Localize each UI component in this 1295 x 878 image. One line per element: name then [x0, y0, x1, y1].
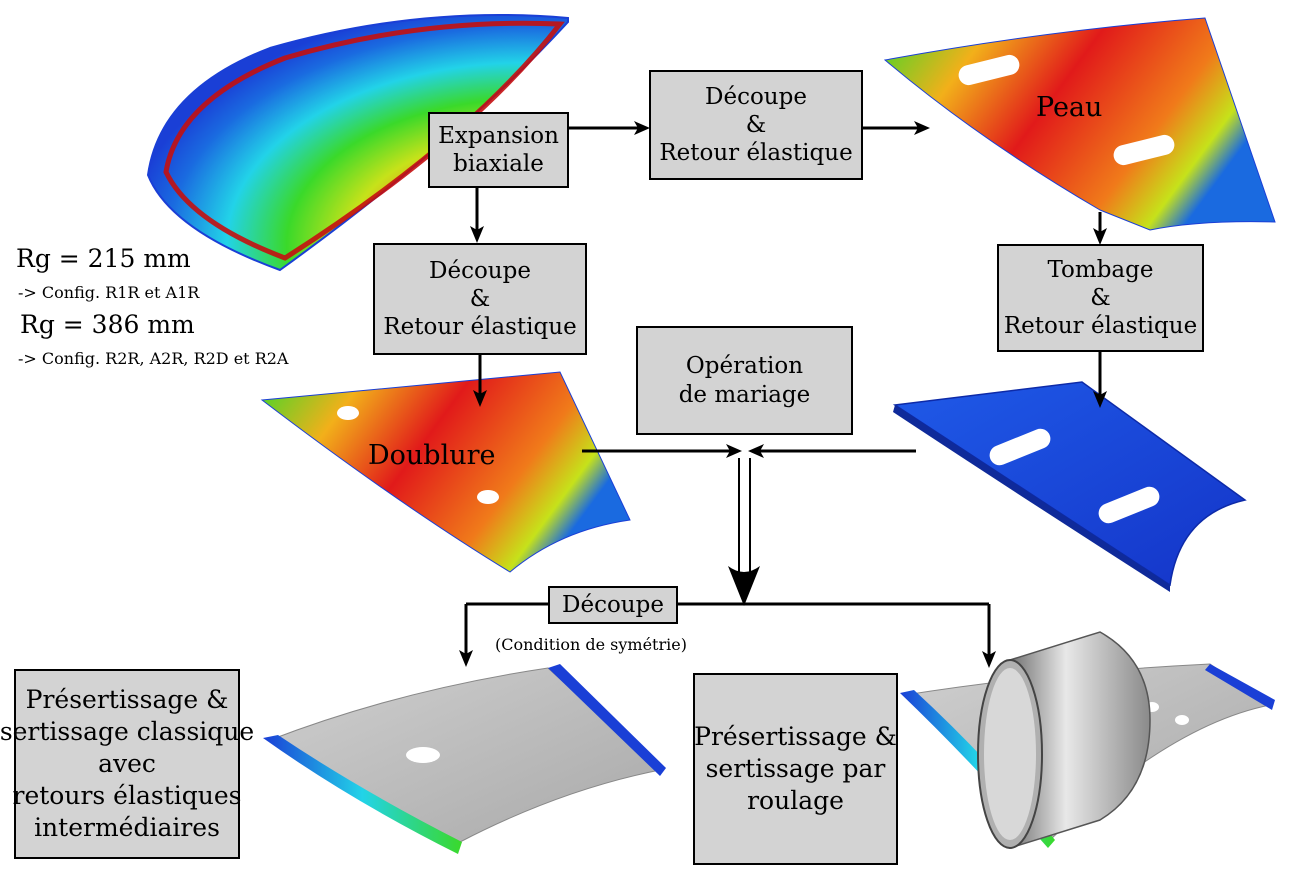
rg-215-label: Rg = 215 mm: [16, 244, 191, 273]
decoupe-top-box: Découpe & Retour élastique: [649, 70, 863, 180]
symmetry-condition-label: (Condition de symétrie): [495, 635, 687, 654]
peau-part: [883, 17, 1276, 231]
arrow-head-icon: [459, 121, 1107, 668]
rg-386-label: Rg = 386 mm: [20, 310, 195, 339]
sertissage-hole: [406, 747, 440, 763]
expansion-biaxiale-box: Expansion biaxiale: [428, 112, 569, 188]
sertissage-classique-box: Présertissage & sertissage classique ave…: [0, 669, 254, 859]
tombage-hole-2: [1098, 486, 1160, 524]
tombage-box: Tombage & Retour élastique: [997, 244, 1204, 352]
tombage-hole-1: [989, 428, 1051, 466]
decoupe-bottom-box: Découpe: [548, 586, 678, 624]
peau-label: Peau: [1036, 92, 1103, 123]
expansion-disc-part: [146, 13, 569, 272]
doublure-label: Doublure: [368, 440, 496, 471]
config-r1r-label: -> Config. R1R et A1R: [18, 283, 200, 302]
config-r2r-label: -> Config. R2R, A2R, R2D et R2A: [18, 349, 289, 368]
sertissage-classique-part: [263, 664, 666, 854]
doublure-part: [260, 371, 631, 573]
decoupe-left-box: Découpe & Retour élastique: [373, 243, 587, 355]
sertissage-roulage-part: [900, 631, 1275, 850]
peau-hole-1: [958, 54, 1020, 86]
operation-mariage-box: Opération de mariage: [636, 326, 853, 435]
doublure-hole-2: [477, 490, 499, 504]
sertissage-roulage-box: Présertissage & sertissage par roulage: [693, 673, 898, 865]
double-arrow-icon: [728, 458, 760, 606]
flow-connectors: [464, 126, 1102, 656]
peau-hole-2: [1113, 134, 1175, 166]
tombage-part: [892, 381, 1247, 592]
roller-cylinder-icon: [977, 631, 1151, 850]
doublure-hole-1: [337, 406, 359, 420]
